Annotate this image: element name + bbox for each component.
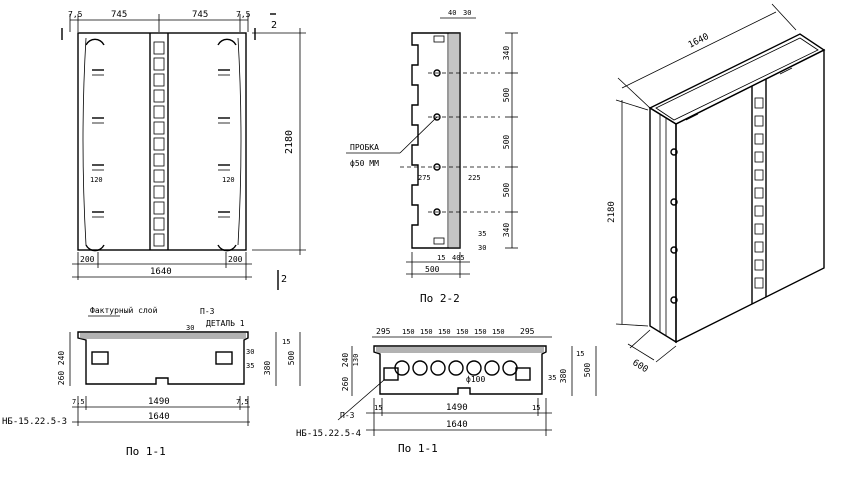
plug-label: ПРОБКА xyxy=(350,143,379,152)
plug-2 xyxy=(433,113,441,121)
section2-dim-top-4: 150 xyxy=(438,328,451,336)
front-joint-keys xyxy=(153,41,165,247)
section1-dim-right-5: 15 xyxy=(282,338,290,346)
section2-dim-top-8: 295 xyxy=(520,327,535,336)
section-1: Фактурный слой П-3 ДЕТАЛЬ 1 30 240 260 3… xyxy=(2,306,301,458)
section2-dim-right-4: 15 xyxy=(576,350,584,358)
section2-dim-right-1: 35 xyxy=(548,374,556,382)
side-dim-mid: 225 xyxy=(468,174,481,182)
section1-dim-right-1: 30 xyxy=(246,348,254,356)
section2-dim-left-3: 130 xyxy=(352,354,360,367)
front-embedded-parts xyxy=(92,69,230,218)
section1-dim-left-2: 260 xyxy=(57,371,66,386)
section2-dim-total: 1640 xyxy=(446,420,468,430)
side-dim-bottom-3: 500 xyxy=(425,265,440,274)
section2-anchor-right xyxy=(515,367,531,381)
front-dim-bottom-right: 200 xyxy=(228,255,243,264)
front-dim-top-4: 7,5 xyxy=(236,10,251,19)
section1-anchor-left xyxy=(91,351,109,365)
section1-dim-total: 1640 xyxy=(148,412,170,422)
section2-dim-left-2: 260 xyxy=(341,377,350,392)
section1-dim-right-3: 380 xyxy=(263,361,272,376)
section2-holes xyxy=(394,360,518,376)
section-2: 295 150 150 150 150 150 150 295 ф100 240… xyxy=(296,327,597,455)
front-dim-height: 2180 xyxy=(284,130,295,154)
side-dim-small-1: 35 xyxy=(478,230,486,238)
plug-size: ф50 ММ xyxy=(350,159,379,168)
section1-anchor-right xyxy=(215,351,233,365)
side-dim-right-5: 340 xyxy=(502,223,511,238)
side-facing-layer xyxy=(449,33,460,248)
section1-mark: НБ-15.22.5-3 xyxy=(2,417,67,427)
section1-layer-label: Фактурный слой xyxy=(90,306,158,315)
front-dim-mid-right: 120 xyxy=(222,176,235,184)
plug-4 xyxy=(433,208,441,216)
section2-hole-label: ф100 xyxy=(466,375,485,384)
side-dim-left: 275 xyxy=(418,174,431,182)
plug-1 xyxy=(433,69,441,77)
section1-dim-left-1: 240 xyxy=(57,351,66,366)
section1-dim-bottom-2: 1490 xyxy=(148,397,170,407)
section1-detail-label: ДЕТАЛЬ 1 xyxy=(206,319,245,328)
front-dim-mid-left: 120 xyxy=(90,176,103,184)
front-dim-top-1: 7,5 xyxy=(68,10,83,19)
front-dim-total: 1640 xyxy=(150,267,172,277)
side-dim-right-3: 500 xyxy=(502,135,511,150)
section2-dim-bottom-3: 15 xyxy=(532,404,540,412)
side-dim-top-1: 40 xyxy=(448,9,456,17)
section1-dim-bottom-3: 7,5 xyxy=(236,398,249,406)
iso-dim-width: 1640 xyxy=(687,32,711,51)
iso-dim-depth: 600 xyxy=(630,358,649,375)
side-dim-small-2: 30 xyxy=(478,244,486,252)
section2-dim-top-6: 150 xyxy=(474,328,487,336)
section2-anchor-left xyxy=(383,367,399,381)
section2-dim-top-1: 295 xyxy=(376,327,391,336)
section2-caption: По 1-1 xyxy=(398,442,438,455)
side-dim-right-2: 500 xyxy=(502,88,511,103)
front-dim-top-2: 745 xyxy=(111,10,127,20)
cut-mark-top: 2 xyxy=(271,20,277,31)
side-dim-top-2: 30 xyxy=(463,9,471,17)
side-dim-right-1: 340 xyxy=(502,46,511,61)
section1-dim-top: 30 xyxy=(186,324,194,332)
front-view: 7,5 745 745 7,5 2 2 xyxy=(61,10,306,290)
section2-dim-left-1: 240 xyxy=(341,353,350,368)
section2-dim-right-3: 500 xyxy=(583,363,592,378)
side-caption: По 2-2 xyxy=(420,292,460,305)
section1-dim-right-4: 500 xyxy=(287,351,296,366)
side-dim-bottom-1: 15 xyxy=(437,254,445,262)
section2-dim-top-2: 150 xyxy=(402,328,415,336)
side-dim-right-4: 500 xyxy=(502,183,511,198)
section2-dim-top-3: 150 xyxy=(420,328,433,336)
section2-p3-label: П-3 xyxy=(340,411,355,420)
section2-dim-bottom-1: 15 xyxy=(374,404,382,412)
iso-dim-height: 2180 xyxy=(607,201,617,223)
front-dim-top-3: 745 xyxy=(192,10,208,20)
side-dim-bottom-2: 405 xyxy=(452,254,465,262)
section2-dim-top-5: 150 xyxy=(456,328,469,336)
section2-mark: НБ-15.22.5-4 xyxy=(296,429,361,439)
section2-dim-right-2: 380 xyxy=(559,369,568,384)
plug-3 xyxy=(433,163,441,171)
section1-p3-label: П-3 xyxy=(200,307,215,316)
section2-dim-bottom-2: 1490 xyxy=(446,403,468,413)
isometric-view: 1640 xyxy=(607,3,826,375)
section1-caption: По 1-1 xyxy=(126,445,166,458)
cut-mark-bottom: 2 xyxy=(281,274,287,285)
section2-dim-top-7: 150 xyxy=(492,328,505,336)
front-dim-bottom-left: 200 xyxy=(80,255,95,264)
section1-dim-right-2: 35 xyxy=(246,362,254,370)
section1-dim-bottom-1: 7,5 xyxy=(72,398,85,406)
side-view: 40 30 ПРОБКА ф50 ММ 275 225 340 500 xyxy=(346,9,518,305)
iso-joint-keys xyxy=(754,97,764,289)
